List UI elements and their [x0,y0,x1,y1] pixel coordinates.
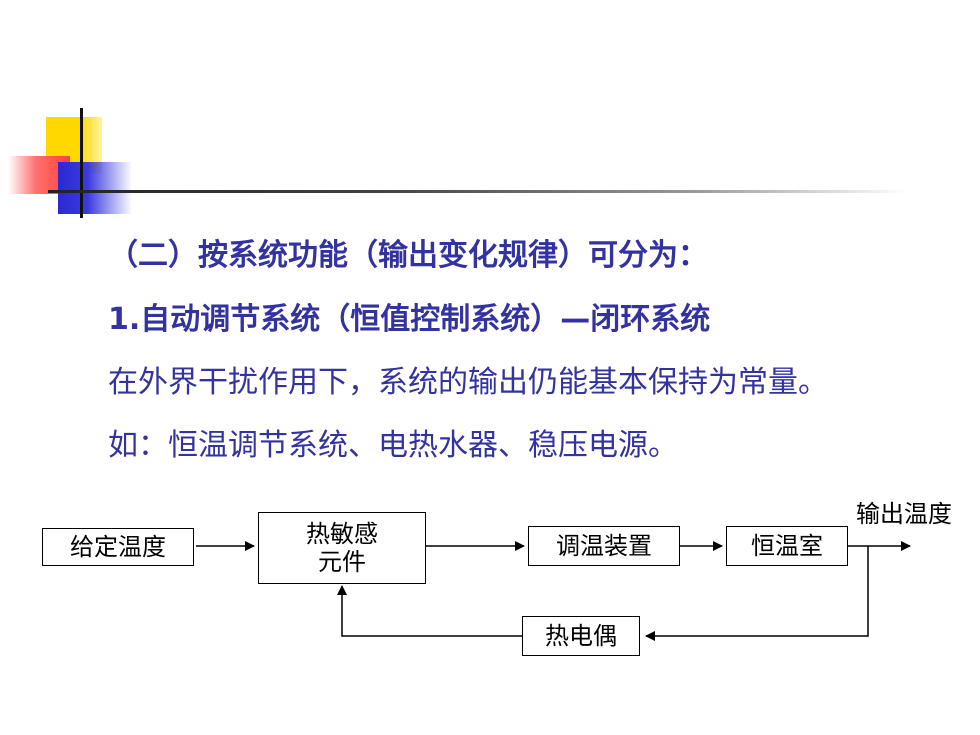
input-temperature-box: 给定温度 [42,528,194,566]
regulator-box: 调温装置 [528,526,680,566]
diagram-connectors [196,541,911,641]
chamber-label: 恒温室 [751,532,823,560]
example-text: 如：恒温调节系统、电热水器、稳压电源。 [108,428,678,463]
output-temperature-label: 输出温度 [856,500,952,528]
feedback-line-to-thermocouple [645,546,869,641]
decor-vertical-line [80,108,83,218]
title-divider [48,190,908,193]
decor-blue-square [58,162,132,214]
input-temperature-label: 给定温度 [70,533,166,561]
sensor-label-line2: 元件 [318,548,366,576]
thermocouple-box: 热电偶 [522,616,640,656]
sensor-box: 热敏感 元件 [258,512,426,584]
description-text: 在外界干扰作用下，系统的输出仍能基本保持为常量。 [108,365,828,400]
subsection-heading: 1.自动调节系统（恒值控制系统）—闭环系统 [108,302,711,337]
thermocouple-label: 热电偶 [545,622,617,650]
sensor-label-line1: 热敏感 [306,520,378,548]
regulator-label: 调温装置 [556,532,652,560]
feedback-line-to-sensor [337,585,522,637]
chamber-box: 恒温室 [726,526,848,566]
block-diagram: 给定温度 热敏感 元件 调温装置 恒温室 热电偶 输出温度 [0,490,980,690]
section-title: （二）按系统功能（输出变化规律）可分为： [108,238,708,273]
